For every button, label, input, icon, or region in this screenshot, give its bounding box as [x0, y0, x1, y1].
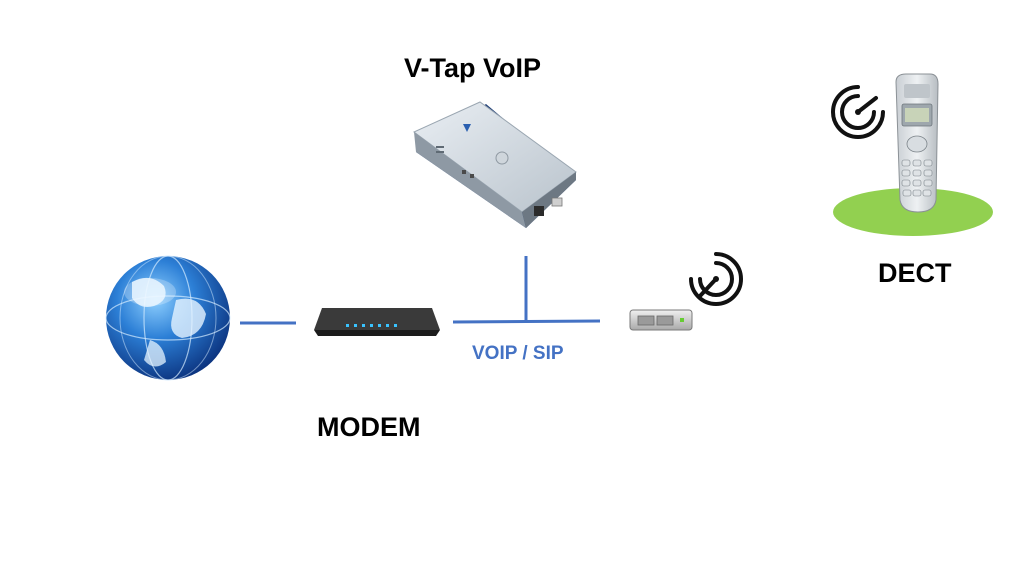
connector-lines — [240, 256, 601, 325]
vtap-title: V-Tap VoIP — [404, 53, 542, 83]
voip-sip-label: VOIP / SIP — [472, 343, 564, 364]
phone-signal-icon — [831, 85, 885, 139]
globe-icon — [105, 255, 231, 381]
signal-icon — [689, 252, 743, 306]
dect-base-icon — [629, 309, 693, 331]
dect-phone-icon — [833, 73, 993, 236]
dect-label: DECT — [878, 258, 952, 288]
modem-label: MODEM — [317, 412, 421, 442]
modem-icon — [314, 308, 440, 336]
vtap-device-icon — [413, 101, 577, 228]
